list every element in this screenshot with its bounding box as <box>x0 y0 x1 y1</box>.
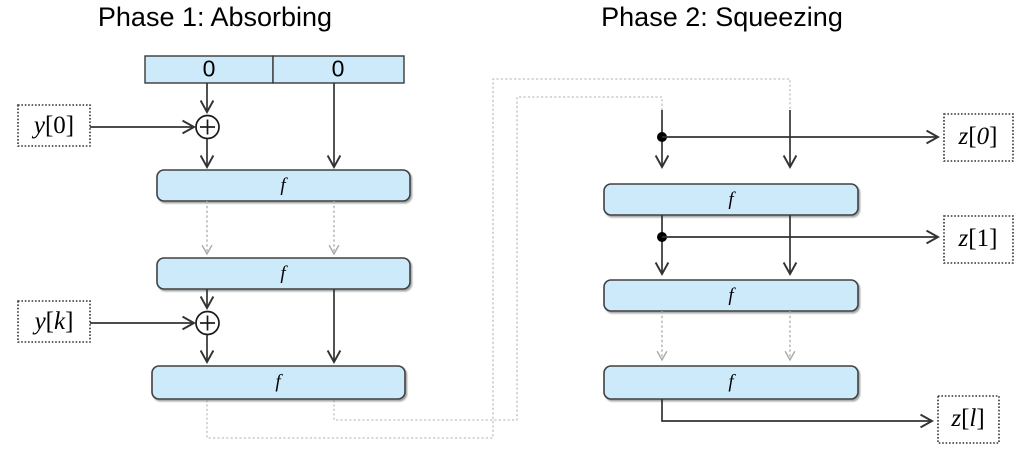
function-block-p2-2-rect <box>603 365 859 400</box>
xor-gate-0 <box>195 114 220 140</box>
output-zl-label: z[l] <box>950 405 984 432</box>
input-yk-label: y[k] <box>32 308 74 335</box>
function-block-p2-1-rect <box>603 279 859 312</box>
output-z1[interactable]: z[1] <box>943 215 1014 264</box>
output-z1-label: z[1] <box>958 225 998 252</box>
output-z0[interactable]: z[0] <box>943 113 1014 162</box>
function-block-p2-2-label: f <box>728 371 736 392</box>
phase-1-title: Phase 1: Absorbing <box>98 2 332 32</box>
function-block-p2-0-rect <box>603 183 859 216</box>
state-cell-capacity-label: 0 <box>332 56 345 82</box>
output-z1-box[interactable] <box>943 215 1014 264</box>
function-block-p2-0-label: f <box>728 189 736 210</box>
input-y0-label: y[0] <box>31 112 74 139</box>
function-block-p2-1-label: f <box>728 285 736 306</box>
function-block-p2-1: f <box>603 279 859 312</box>
state-cell-rate <box>144 55 274 84</box>
output-zl[interactable]: z[l] <box>937 395 1000 444</box>
output-z0-label: z[0] <box>958 123 998 150</box>
input-y0-box[interactable] <box>17 104 91 147</box>
function-block-p2-2: f <box>603 365 859 400</box>
function-block-p1-2-label: f <box>275 371 283 392</box>
function-block-p1-2: f <box>151 365 406 400</box>
function-block-p2-0: f <box>603 183 859 216</box>
input-yk[interactable]: y[k] <box>17 300 91 343</box>
function-block-p1-0: f <box>156 169 411 202</box>
function-block-p1-2-rect <box>151 365 406 400</box>
function-block-p1-1: f <box>156 257 411 290</box>
wire-p2f3-to-zl <box>661 399 934 429</box>
output-zl-box[interactable] <box>937 395 1000 444</box>
output-z0-box[interactable] <box>943 113 1014 162</box>
state-cell-rate-label: 0 <box>203 56 216 82</box>
input-y0[interactable]: y[0] <box>17 104 91 147</box>
feedback-path-capacity <box>206 78 791 439</box>
function-block-p1-0-label: f <box>280 175 288 196</box>
phase-2-title: Phase 2: Squeezing <box>601 2 843 32</box>
input-yk-box[interactable] <box>17 300 91 343</box>
function-block-p1-1-label: f <box>280 263 288 284</box>
function-block-p1-1-rect <box>156 257 411 290</box>
state-register: 0 0 <box>144 55 405 84</box>
function-block-p1-0-rect <box>156 169 411 202</box>
xor-gate-k <box>195 310 220 336</box>
state-cell-capacity <box>272 55 405 84</box>
